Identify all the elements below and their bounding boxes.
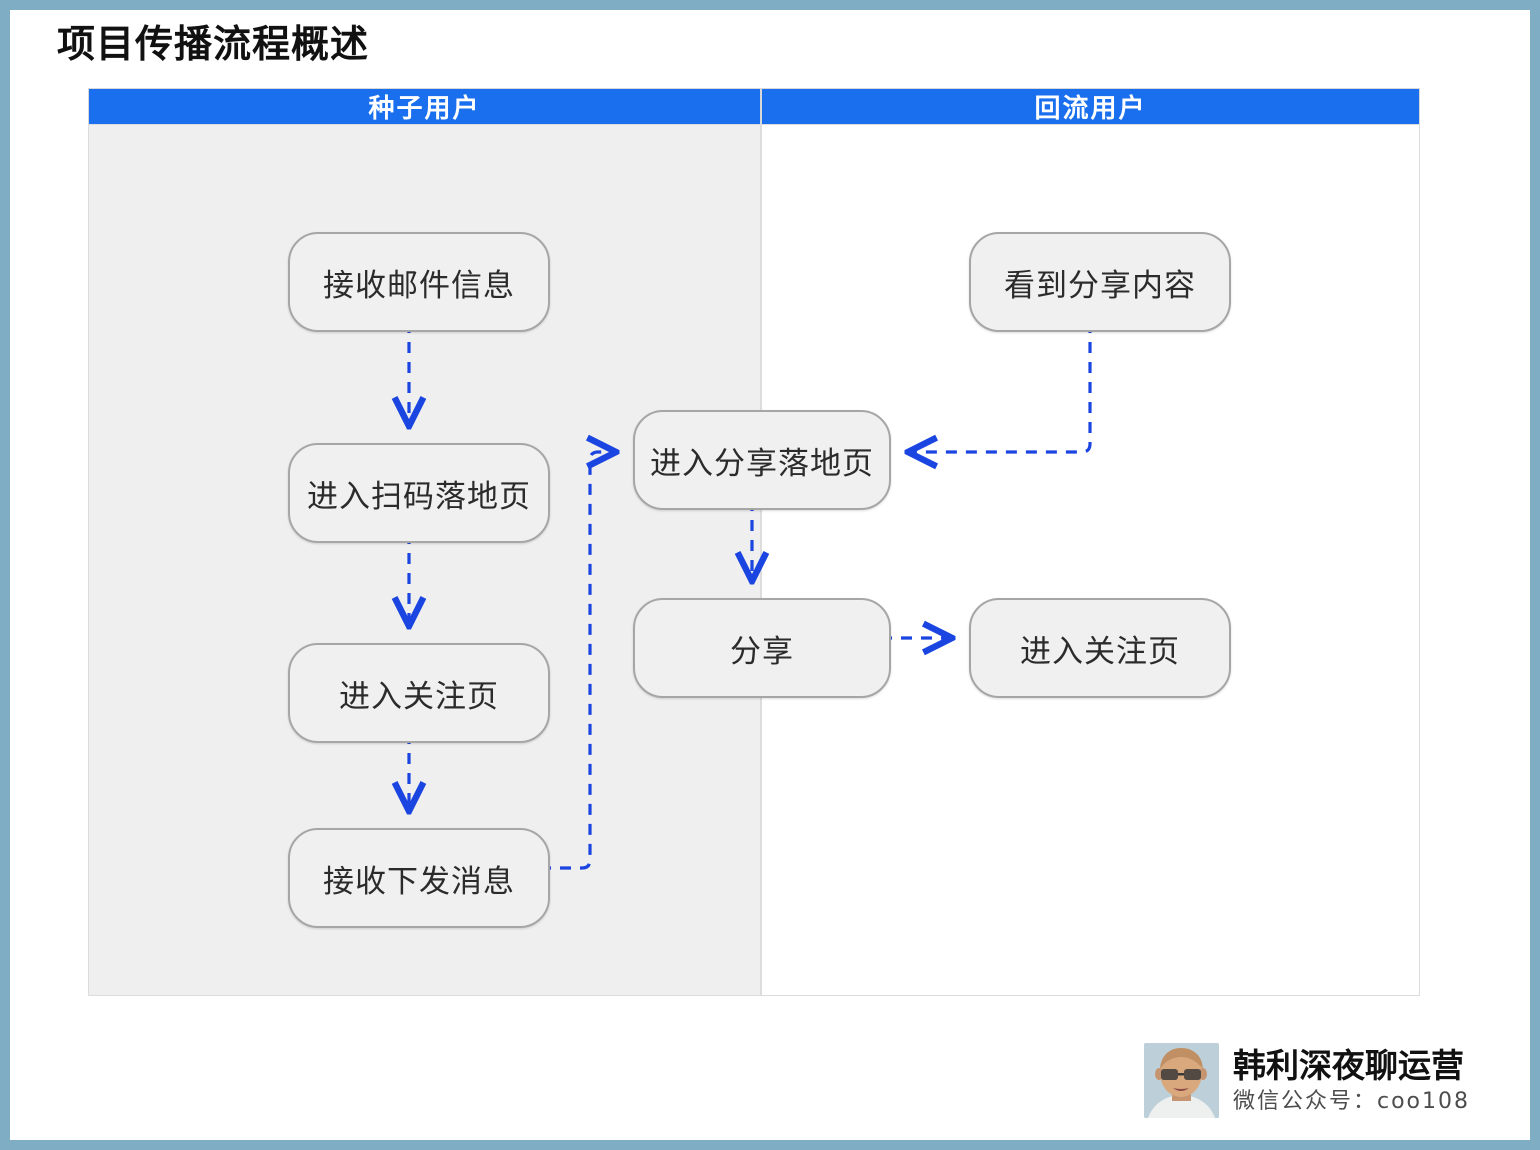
watermark-text: 韩利深夜聊运营 微信公众号：coo108 — [1232, 1045, 1470, 1115]
watermark-account: 微信公众号：coo108 — [1232, 1088, 1470, 1114]
avatar — [1143, 1043, 1219, 1118]
node-share-landing-page[interactable]: 进入分享落地页 — [633, 410, 891, 510]
node-share[interactable]: 分享 — [633, 598, 891, 698]
page-title: 项目传播流程概述 — [57, 22, 370, 66]
node-follow-page-left[interactable]: 进入关注页 — [288, 643, 550, 743]
node-scan-landing-page[interactable]: 进入扫码落地页 — [288, 443, 550, 543]
node-receive-push-message[interactable]: 接收下发消息 — [288, 828, 550, 928]
node-see-shared-content[interactable]: 看到分享内容 — [969, 232, 1231, 332]
swimlane-header-returning-users: 回流用户 — [761, 88, 1420, 124]
swimlane-returning-users: 回流用户 — [761, 88, 1420, 996]
swimlane-header-seed-users: 种子用户 — [88, 88, 761, 124]
node-follow-page-right[interactable]: 进入关注页 — [969, 598, 1231, 698]
node-receive-email[interactable]: 接收邮件信息 — [288, 232, 550, 332]
watermark-author-name: 韩利深夜聊运营 — [1232, 1045, 1464, 1085]
author-watermark: 韩利深夜聊运营 微信公众号：coo108 — [1143, 1043, 1470, 1118]
avatar-portrait-icon — [1143, 1043, 1219, 1118]
